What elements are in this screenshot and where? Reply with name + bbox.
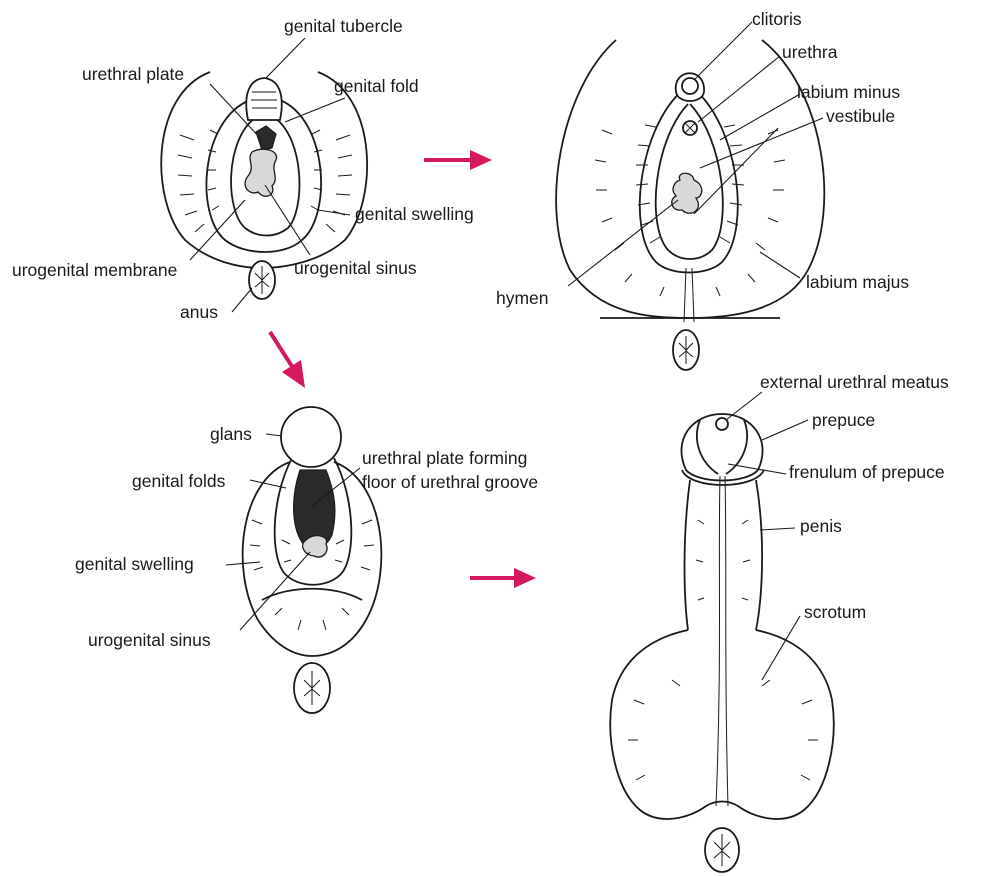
panel-male: external urethral meatus prepuce frenulu… bbox=[610, 372, 949, 872]
label-urogenital-sinus-male: urogenital sinus bbox=[88, 630, 211, 650]
label-genital-folds: genital folds bbox=[132, 471, 226, 491]
label-hymen: hymen bbox=[496, 288, 549, 308]
clitoris-shape bbox=[682, 78, 698, 94]
label-clitoris: clitoris bbox=[752, 9, 802, 29]
arrow-to-female bbox=[424, 150, 492, 170]
genital-tubercle-shape bbox=[246, 78, 281, 120]
label-urethral-plate-line1: urethral plate forming bbox=[362, 448, 527, 468]
label-vestibule: vestibule bbox=[826, 106, 895, 126]
label-penis: penis bbox=[800, 516, 842, 536]
urogenital-sinus-male-shape bbox=[303, 536, 327, 557]
label-frenulum-of-prepuce: frenulum of prepuce bbox=[789, 462, 945, 482]
label-anus: anus bbox=[180, 302, 218, 322]
urethral-plate-shape bbox=[256, 126, 276, 150]
label-urethra: urethra bbox=[782, 42, 838, 62]
label-genital-fold: genital fold bbox=[334, 76, 419, 96]
panel-indifferent: genital tubercle urethral plate genital … bbox=[12, 16, 474, 322]
label-urogenital-sinus: urogenital sinus bbox=[294, 258, 417, 278]
arrow-to-male bbox=[470, 568, 536, 588]
label-genital-swelling-male: genital swelling bbox=[75, 554, 194, 574]
label-urethral-plate-line2: floor of urethral groove bbox=[362, 472, 538, 492]
label-scrotum: scrotum bbox=[804, 602, 866, 622]
label-genital-tubercle: genital tubercle bbox=[284, 16, 403, 36]
label-urogenital-membrane: urogenital membrane bbox=[12, 260, 177, 280]
hymen-shape bbox=[672, 173, 702, 213]
penis-hatching bbox=[628, 520, 818, 780]
glans-shape bbox=[281, 407, 341, 467]
label-glans: glans bbox=[210, 424, 252, 444]
label-genital-swelling: genital swelling bbox=[355, 204, 474, 224]
panel-male-intermediate: glans genital folds urethral plate formi… bbox=[75, 407, 538, 713]
arrow-to-male-intermediate bbox=[270, 332, 305, 388]
label-external-urethral-meatus: external urethral meatus bbox=[760, 372, 949, 392]
label-prepuce: prepuce bbox=[812, 410, 875, 430]
label-labium-minus: labium minus bbox=[797, 82, 900, 102]
urogenital-sinus-shape bbox=[245, 149, 277, 196]
penis-shaft-outline bbox=[685, 480, 763, 630]
panel-female: clitoris urethra labium minus vestibule … bbox=[496, 9, 909, 370]
raphe-line bbox=[716, 476, 728, 806]
scrotum-outline bbox=[610, 630, 833, 819]
label-urethral-plate: urethral plate bbox=[82, 64, 184, 84]
label-labium-majus: labium majus bbox=[806, 272, 909, 292]
